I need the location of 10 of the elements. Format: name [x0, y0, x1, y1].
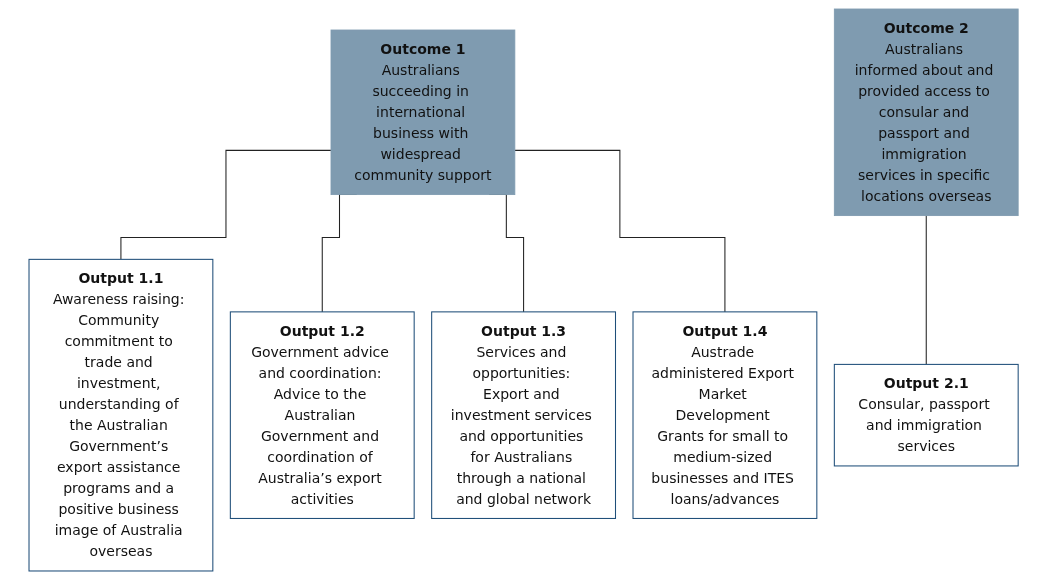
node-box: Output 2.1 Consular, passport and immigration services: [833, 363, 1019, 467]
connector: [925, 215, 927, 365]
connector: [120, 149, 332, 260]
node-box: Output 1.2 Government advice and coordination: Advice to the Australian Government and coordination of Australia’s export activities: [229, 311, 415, 519]
node-box: Outcome 2 Australians informed about and provided access to consular and passport and immigration services in specific locations overseas: [833, 8, 1019, 217]
node-box: Output 1.3 Services and opportunities: Export and investment services and opportunities for Australians through a national and global network: [431, 311, 616, 519]
node-box: Output 1.4 Austrade administered Export Market Development Grants for small to medium-sized businesses and ITES loans/advances: [632, 311, 818, 519]
connector: [514, 149, 726, 313]
node-box: Output 1.1 Awareness raising: Community commitment to trade and investment, understanding of the Australian Government’s export assistance programs and a positive business image of Australia overseas: [28, 258, 214, 572]
node-box: Outcome 1 Australians succeeding in international business with widespread community support: [330, 29, 516, 195]
